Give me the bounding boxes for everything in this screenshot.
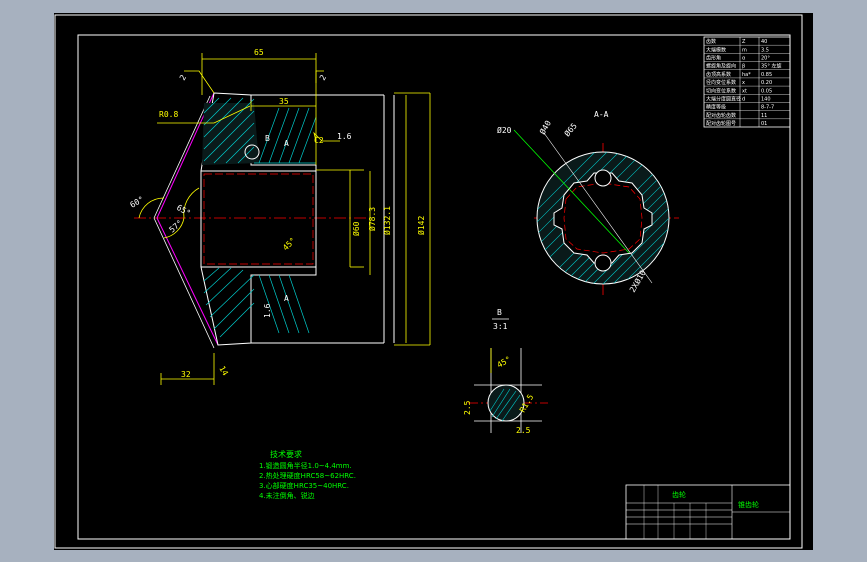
- param-cell: 140: [761, 96, 771, 102]
- detail-title: B: [497, 308, 502, 317]
- roughness-top-right: 2: [318, 73, 328, 82]
- dim-65: 65: [254, 48, 264, 57]
- dim-c2: C2: [314, 136, 324, 145]
- spline-bore: [553, 172, 653, 264]
- param-cell: m: [742, 47, 747, 53]
- section-phi20: Ø20: [497, 125, 512, 135]
- param-cell: 40: [761, 39, 767, 45]
- section-label: A-A: [594, 110, 609, 119]
- drawing-canvas[interactable]: 65 35 32 C2 1.6 Ø60 Ø78.3 Ø132.1 Ø142 60…: [54, 13, 813, 550]
- hatch-lines-top: [203, 97, 316, 164]
- angle-60: 60°: [129, 195, 146, 210]
- note-4: 4.未注倒角、锐边: [259, 491, 315, 500]
- bore-inner: [203, 173, 314, 265]
- param-cell: 大端模数: [706, 46, 726, 53]
- param-cell: 齿形角: [706, 55, 721, 62]
- roughness-top-left: 2: [178, 73, 188, 82]
- dim-d142: Ø142: [416, 216, 426, 235]
- gear-body-bottom: [200, 266, 317, 346]
- leader-phi: [513, 129, 630, 254]
- dim-d60: Ø60: [351, 221, 361, 236]
- param-cell: 配对齿轮齿数: [706, 112, 736, 119]
- param-cell: β: [742, 64, 745, 70]
- dim-r08: R0.8: [159, 110, 178, 119]
- param-cell: 径向变位系数: [706, 79, 736, 86]
- param-cell: 11: [761, 113, 767, 119]
- roughness-1-6: 1.6: [337, 132, 352, 141]
- roughness-bottom: 1.6: [263, 303, 272, 318]
- param-cell: 8-7-7: [761, 105, 774, 111]
- outer-frame: [54, 14, 803, 549]
- note-3: 3.心部硬度HRC35~40HRC.: [259, 481, 349, 490]
- param-cell: 35° 左旋: [761, 63, 781, 70]
- main-view: 65 35 32 C2 1.6 Ø60 Ø78.3 Ø132.1 Ø142 60…: [129, 48, 431, 385]
- notes-heading: 技术要求: [270, 449, 302, 459]
- title-part-name: 齿轮: [672, 490, 686, 499]
- param-cell: 0.05: [761, 88, 772, 94]
- title-drawing-no: 锥齿轮: [738, 500, 759, 509]
- param-cell: ha*: [742, 72, 751, 78]
- leader-holes: [543, 132, 653, 284]
- section-a-top: A: [284, 139, 289, 148]
- hole-bottom: [594, 254, 612, 272]
- detail-dim-b: 2.5: [516, 426, 531, 435]
- param-cell: Z: [742, 39, 746, 45]
- param-table-frame: [703, 36, 791, 128]
- note-2: 2.热处理硬度HRC58~62HRC.: [259, 471, 356, 480]
- param-cell: d: [742, 96, 745, 102]
- param-cell: 配对齿轮图号: [706, 120, 736, 127]
- angle-45: 45°: [281, 236, 298, 253]
- param-cell: 切向变位系数: [706, 87, 736, 94]
- bore: [200, 170, 317, 268]
- dim-d132: Ø132.1: [382, 206, 392, 235]
- param-cell: 螺旋角及旋向: [706, 63, 736, 70]
- note-1: 1.锻造圆角半径1.0~4.4mm.: [259, 461, 352, 470]
- param-cell: 01: [761, 121, 767, 127]
- detail-b-marker: [244, 144, 260, 160]
- detail-ref-b: B: [265, 134, 270, 143]
- dim-35: 35: [279, 97, 289, 106]
- section-d65: Ø65: [562, 121, 579, 139]
- dim-lines: [138, 53, 431, 385]
- inner-frame: [77, 34, 791, 540]
- param-cell: 0.85: [761, 72, 772, 78]
- param-cell: 齿顶高系数: [706, 71, 731, 78]
- param-cell: α: [742, 56, 746, 62]
- angle-57: 57°: [168, 218, 185, 234]
- dim-d78: Ø78.3: [367, 207, 377, 231]
- section-a-bottom: A: [284, 294, 289, 303]
- hatch-top: [202, 103, 259, 165]
- drawing-svg: 65 35 32 C2 1.6 Ø60 Ø78.3 Ø132.1 Ø142 60…: [54, 14, 803, 549]
- dim-32: 32: [181, 370, 191, 379]
- hatch-lines-bottom: [203, 267, 310, 338]
- hatch-lines-hub-top: [258, 107, 317, 164]
- cone-line-bottom: [156, 217, 219, 346]
- detail-circle: [487, 384, 525, 422]
- title-block: 齿轮 锥齿轮: [625, 484, 791, 540]
- detail-dim-a: 2.5: [463, 400, 472, 415]
- detail-angle: 45°: [496, 355, 513, 370]
- param-cell: 3.5: [761, 47, 769, 53]
- detail-view: B 3:1 45° 2.5 2.5 R1.5: [463, 308, 548, 435]
- param-cell: 0.20: [761, 80, 772, 86]
- param-cell: 精度等级: [706, 104, 726, 111]
- dim-14: 14: [217, 365, 230, 378]
- technical-notes: 技术要求 1.锻造圆角半径1.0~4.4mm. 2.热处理硬度HRC58~62H…: [259, 449, 356, 500]
- pitch-line-bottom: [153, 217, 215, 349]
- section-d40: Ø40: [537, 118, 553, 136]
- param-cell: 20°: [761, 56, 770, 62]
- param-cell: x: [742, 80, 745, 86]
- param-cell: 齿数: [706, 38, 716, 45]
- section-view: A-A Ø20 Ø40 Ø65 2XØ10: [497, 110, 679, 298]
- param-cell: xt: [742, 88, 747, 94]
- detail-scale: 3:1: [493, 322, 508, 331]
- param-cell: 大端分度圆直径: [706, 95, 741, 102]
- hole-top: [594, 169, 612, 187]
- detail-hatch: [489, 388, 521, 422]
